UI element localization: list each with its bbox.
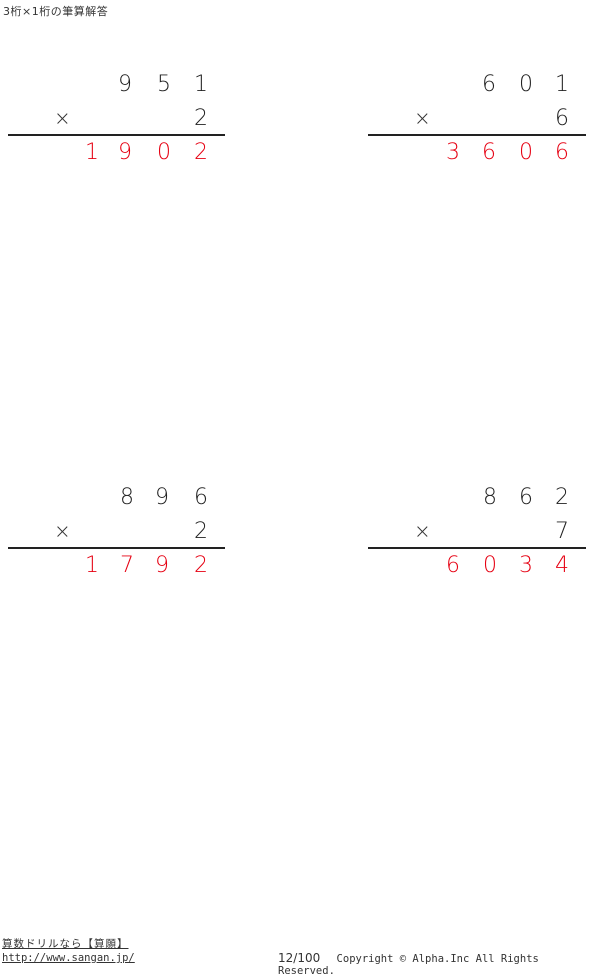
answer-digit: 6 [446, 553, 460, 578]
multiply-sign: × [54, 519, 71, 543]
multiplier-row: × 2 [8, 519, 228, 545]
answer-digit: 0 [157, 140, 171, 165]
digit: 1 [194, 72, 208, 97]
multiplier-row: × 7 [368, 519, 588, 545]
footer-right: 12/100 Copyright © Alpha.Inc All Rights … [278, 951, 600, 977]
digit: 8 [120, 485, 134, 510]
multiplicand-row: 8 9 6 [8, 485, 228, 511]
answer-digit: 9 [118, 140, 132, 165]
answer-digit: 0 [519, 140, 533, 165]
site-name-link[interactable]: 算数ドリルなら【算願】 [2, 938, 129, 950]
digit: 2 [194, 519, 208, 544]
digit: 6 [482, 72, 496, 97]
multiplicand-row: 8 6 2 [368, 485, 588, 511]
answer-row: 6 0 3 4 [368, 553, 588, 579]
digit: 6 [519, 485, 533, 510]
digit: 9 [118, 72, 132, 97]
page-number: 12/100 [278, 951, 321, 965]
answer-row: 1 7 9 2 [8, 553, 228, 579]
site-url-link[interactable]: http://www.sangan.jp/ [2, 952, 135, 964]
result-line [368, 547, 586, 549]
answer-digit: 2 [194, 140, 208, 165]
multiplier-row: × 2 [8, 106, 228, 132]
problem-2: 6 0 1 × 6 3 6 0 6 [368, 72, 588, 182]
answer-digit: 4 [555, 553, 569, 578]
multiplicand-row: 6 0 1 [368, 72, 588, 98]
digit: 8 [483, 485, 497, 510]
answer-row: 1 9 0 2 [8, 140, 228, 166]
problem-1: 9 5 1 × 2 1 9 0 2 [8, 72, 228, 182]
multiplicand-row: 9 5 1 [8, 72, 228, 98]
answer-digit: 0 [483, 553, 497, 578]
digit: 2 [555, 485, 569, 510]
digit: 6 [194, 485, 208, 510]
digit: 0 [519, 72, 533, 97]
problem-3: 8 9 6 × 2 1 7 9 2 [8, 485, 228, 595]
answer-row: 3 6 0 6 [368, 140, 588, 166]
digit: 2 [194, 106, 208, 131]
multiplier-row: × 6 [368, 106, 588, 132]
footer-site-info: 算数ドリルなら【算願】 http://www.sangan.jp/ [2, 937, 135, 965]
digit: 5 [157, 72, 171, 97]
digit: 9 [155, 485, 169, 510]
answer-digit: 6 [482, 140, 496, 165]
result-line [8, 134, 225, 136]
digit: 6 [555, 106, 569, 131]
result-line [8, 547, 225, 549]
answer-digit: 7 [120, 553, 134, 578]
answer-digit: 1 [85, 553, 99, 578]
problem-4: 8 6 2 × 7 6 0 3 4 [368, 485, 588, 595]
result-line [368, 134, 586, 136]
multiply-sign: × [54, 106, 71, 130]
answer-digit: 2 [194, 553, 208, 578]
answer-digit: 3 [446, 140, 460, 165]
answer-digit: 6 [555, 140, 569, 165]
answer-digit: 3 [519, 553, 533, 578]
multiply-sign: × [414, 106, 431, 130]
digit: 1 [555, 72, 569, 97]
digit: 7 [555, 519, 569, 544]
answer-digit: 1 [85, 140, 99, 165]
answer-digit: 9 [155, 553, 169, 578]
page-title: 3桁×1桁の筆算解答 [3, 5, 109, 18]
multiply-sign: × [414, 519, 431, 543]
